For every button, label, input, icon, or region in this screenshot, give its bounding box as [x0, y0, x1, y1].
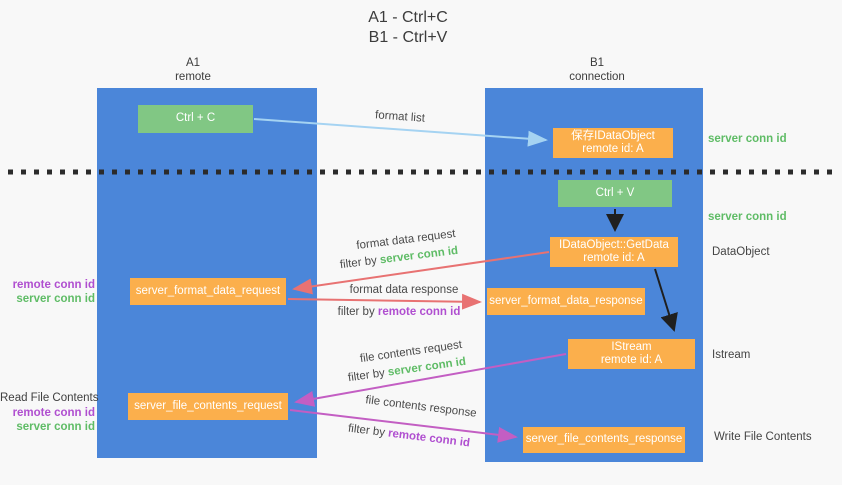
- ctrl-v-label: Ctrl + V: [595, 186, 635, 199]
- format-data-response-edge-label: format data response: [349, 284, 459, 296]
- server-file-contents-request-label: server_file_contents_request: [134, 399, 282, 412]
- right-column-header: B1 connection: [537, 56, 657, 84]
- server-format-data-request-label: server_format_data_request: [135, 284, 281, 297]
- server-format-data-response-label: server_format_data_response: [489, 294, 643, 307]
- file-remote-conn-id-label: remote conn id: [12, 407, 95, 419]
- ctrl-v-node: Ctrl + V: [558, 180, 672, 207]
- ctrl-c-node: Ctrl + C: [138, 105, 253, 133]
- istream-line1: IStream: [611, 340, 652, 353]
- right-column-subtitle: connection: [569, 71, 625, 83]
- server-conn-id-text: server conn id: [379, 244, 459, 267]
- istream-node: IStream remote id: A: [568, 339, 695, 369]
- server-file-contents-response-node: server_file_contents_response: [523, 427, 685, 453]
- filter-by-text: filter by: [347, 422, 386, 439]
- left-column-name: A1: [185, 57, 201, 69]
- file-contents-response-edge-label: file contents response: [364, 394, 478, 420]
- ctrl-c-label: Ctrl + C: [175, 112, 216, 125]
- file-contents-response-filter-label: filter by remote conn id: [347, 423, 470, 450]
- getdata-line2: remote id: A: [583, 252, 645, 264]
- format-server-conn-id-label: server conn id: [16, 293, 95, 305]
- format-remote-conn-id-label: remote conn id: [12, 279, 95, 291]
- format-data-response-filter-label: filter by remote conn id: [338, 306, 461, 318]
- left-column-header: A1 remote: [133, 56, 253, 84]
- getdata-node: IDataObject::GetData remote id: A: [550, 237, 678, 267]
- read-file-contents-label: Read File Contents: [0, 392, 99, 404]
- server-format-data-response-node: server_format_data_response: [487, 288, 645, 315]
- file-server-conn-id-label: server conn id: [16, 421, 95, 433]
- save-dataobject-node: 保存IDataObject remote id: A: [553, 128, 673, 158]
- save-dataobject-line1: 保存IDataObject: [571, 129, 655, 142]
- filter-by-text: filter by: [337, 306, 375, 318]
- title-line-2: B1 - Ctrl+V: [368, 29, 448, 46]
- istream-line2: remote id: A: [600, 354, 663, 366]
- server-conn-id-mid-label: server conn id: [708, 211, 787, 223]
- left-column-subtitle: remote: [175, 71, 211, 83]
- format-list-edge-label: format list: [374, 109, 426, 125]
- server-file-contents-request-node: server_file_contents_request: [128, 393, 288, 420]
- write-file-contents-label: Write File Contents: [714, 431, 812, 443]
- save-dataobject-line2: remote id: A: [582, 143, 644, 155]
- filter-by-text: filter by: [339, 254, 378, 272]
- server-conn-id-top-label: server conn id: [708, 133, 787, 145]
- istream-side-label: Istream: [712, 349, 751, 361]
- right-column-name: B1: [589, 57, 605, 69]
- server-file-contents-response-label: server_file_contents_response: [525, 433, 683, 446]
- diagram-title: A1 - Ctrl+C B1 - Ctrl+V: [288, 8, 528, 48]
- getdata-line1: IDataObject::GetData: [559, 238, 669, 251]
- server-format-data-request-node: server_format_data_request: [130, 278, 286, 305]
- remote-conn-id-text: remote conn id: [377, 306, 461, 318]
- remote-conn-id-text: remote conn id: [387, 427, 471, 450]
- filter-by-text: filter by: [347, 367, 386, 385]
- dataobject-label: DataObject: [712, 246, 770, 258]
- title-line-1: A1 - Ctrl+C: [368, 9, 448, 26]
